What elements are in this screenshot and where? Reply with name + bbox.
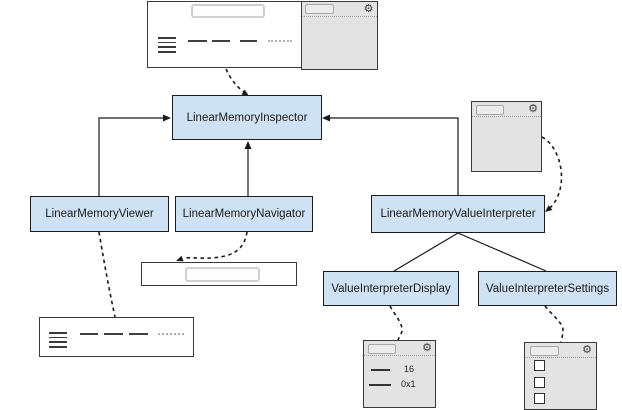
toolbar-input-mock xyxy=(530,346,559,356)
node-label: LinearMemoryViewer xyxy=(45,208,154,220)
settings-panel-mock: ⚙ xyxy=(524,342,597,410)
hex-bytes-mock xyxy=(212,40,230,42)
panel-header: ⚙ xyxy=(472,102,541,117)
arrowhead xyxy=(241,89,249,96)
checkbox-mock xyxy=(534,393,545,404)
node-linear-memory-navigator: LinearMemoryNavigator xyxy=(175,196,313,232)
arrowhead xyxy=(244,141,252,149)
toolbar-input-mock xyxy=(368,344,396,354)
panel-header: ⚙ xyxy=(364,341,435,356)
edge-ui-inspector xyxy=(225,68,245,93)
arrowhead xyxy=(322,114,330,122)
edge-inspector-viewer xyxy=(98,117,165,196)
edge-viewer-ui xyxy=(98,231,116,318)
arrowhead xyxy=(545,205,553,212)
inspector-ui-mock: ⚙ xyxy=(147,0,378,70)
edge-display-ui xyxy=(389,305,403,341)
value-type-mock xyxy=(369,384,391,386)
node-label: LinearMemoryInspector xyxy=(186,111,308,124)
arrowhead xyxy=(163,114,171,122)
toolbar-input-mock xyxy=(304,3,334,14)
navigator-input-mock xyxy=(141,262,297,286)
value-row: 0x1 xyxy=(401,379,416,389)
hex-bytes-mock xyxy=(188,40,207,42)
edge-navigator-ui xyxy=(183,231,248,259)
jump-to-address-input-mock xyxy=(185,267,260,282)
node-label: ValueInterpreterDisplay xyxy=(331,282,451,295)
node-linear-memory-inspector: LinearMemoryInspector xyxy=(172,95,322,140)
panel-header: ⚙ xyxy=(525,343,596,358)
hex-bytes-mock xyxy=(104,333,123,335)
hex-bytes-mock xyxy=(80,333,98,335)
node-value-interpreter-display: ValueInterpreterDisplay xyxy=(323,271,459,306)
checkbox-mock xyxy=(534,377,545,388)
node-value-interpreter-settings: ValueInterpreterSettings xyxy=(478,271,617,306)
node-label: ValueInterpreterSettings xyxy=(485,282,610,295)
address-input-mock xyxy=(191,4,265,18)
gear-icon: ⚙ xyxy=(363,1,374,15)
interpreter-side-panel-mock: ⚙ xyxy=(300,0,378,70)
node-label: LinearMemoryNavigator xyxy=(182,208,306,220)
gear-icon: ⚙ xyxy=(422,341,432,354)
value-type-mock xyxy=(371,369,390,371)
hex-bytes-mock xyxy=(240,40,257,42)
edge-inspector-valueinterpreter xyxy=(329,117,459,195)
gear-icon: ⚙ xyxy=(528,102,538,115)
edge-settings-ui xyxy=(544,305,564,343)
value-row: 16 xyxy=(404,364,415,374)
node-linear-memory-viewer: LinearMemoryViewer xyxy=(30,196,169,232)
toolbar-input-mock xyxy=(476,105,504,115)
hex-bytes-mock xyxy=(129,333,148,335)
hamburger-icon xyxy=(158,37,176,56)
edge-valueinterpreter-display xyxy=(393,232,459,272)
node-label: LinearMemoryValueInterpreter xyxy=(380,208,536,220)
ascii-mock xyxy=(268,40,292,42)
interpreter-panel-mock: ⚙ xyxy=(471,101,542,172)
checkbox-mock xyxy=(534,360,545,371)
gear-icon: ⚙ xyxy=(582,343,592,356)
arrowhead xyxy=(176,255,184,262)
ascii-mock xyxy=(158,333,184,335)
node-linear-memory-value-interpreter: LinearMemoryValueInterpreter xyxy=(371,195,545,233)
edge-valueinterpreter-settings xyxy=(457,232,547,272)
display-panel-mock: ⚙ 16 0x1 xyxy=(363,340,436,408)
panel-header: ⚙ xyxy=(301,1,377,17)
viewer-ui-mock xyxy=(39,317,194,357)
hamburger-icon xyxy=(49,332,67,351)
